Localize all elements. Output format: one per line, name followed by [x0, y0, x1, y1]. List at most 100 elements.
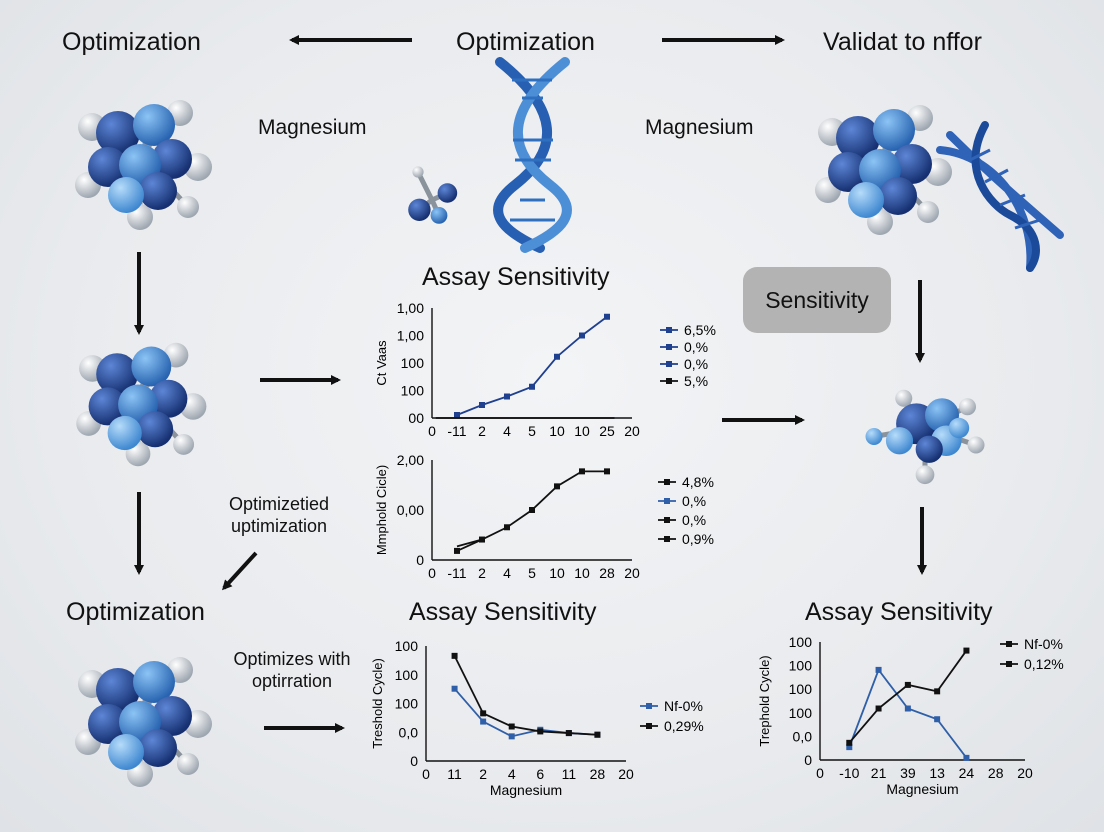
x-tick-label: 28 — [599, 565, 615, 581]
chart4-title: Assay Sensitivity — [805, 598, 993, 626]
x-tick-label: 20 — [618, 766, 634, 782]
legend-marker — [664, 536, 670, 542]
data-point — [963, 754, 970, 761]
x-tick-label: 11 — [562, 766, 577, 782]
y-tick-label: 1,00 — [397, 328, 424, 344]
y-tick-label: 2,00 — [397, 452, 424, 468]
chart3-title: Assay Sensitivity — [409, 598, 597, 626]
dna-helix-right — [936, 121, 1064, 272]
legend-marker — [666, 327, 672, 333]
data-point — [565, 730, 572, 737]
x-tick-label: 13 — [929, 765, 945, 781]
magnesium-label-right: Magnesium — [645, 116, 754, 139]
y-axis-label: Ct Vaas — [374, 340, 389, 386]
x-tick-label: 20 — [1017, 765, 1033, 781]
optimizes-caption-line1: Optimizes with — [233, 649, 351, 669]
x-tick-label: 10 — [549, 423, 565, 439]
y-tick-label: 0,0 — [793, 728, 813, 744]
y-axis-label: Mmphold Cicle) — [374, 465, 389, 555]
data-point — [504, 524, 510, 531]
series-line — [453, 655, 598, 736]
molecule-cluster-right — [865, 389, 985, 485]
y-axis-label: Trephold Cycle) — [757, 655, 772, 746]
legend-label: 0,9% — [682, 531, 714, 547]
data-point — [554, 483, 560, 490]
heading-top-right: Validat to nffor — [823, 28, 982, 56]
legend-label: 0,% — [682, 512, 706, 528]
data-point — [480, 710, 487, 717]
y-tick-label: 0 — [410, 753, 418, 769]
molecule-cluster-top-left — [75, 100, 212, 230]
y-axis-label: Treshold Cycle) — [370, 658, 385, 749]
data-point — [604, 468, 610, 475]
x-tick-label: 0 — [428, 423, 436, 439]
y-tick-label: 0,00 — [397, 502, 424, 518]
x-tick-label: 2 — [479, 766, 487, 782]
data-point — [934, 716, 941, 723]
y-tick-label: 100 — [789, 658, 813, 674]
legend-marker — [646, 723, 652, 729]
series-line — [456, 316, 608, 416]
legend-label: 6,5% — [684, 322, 716, 338]
x-tick-label: 0 — [816, 765, 824, 781]
data-point — [963, 647, 970, 654]
heading-top-left: Optimization — [62, 28, 201, 56]
data-point — [579, 332, 585, 339]
dna-helix-center — [493, 57, 572, 253]
optimized-caption-line2: uptimization — [230, 516, 328, 536]
arrow-diag — [221, 551, 258, 591]
data-point — [451, 652, 458, 659]
y-tick-label: 00 — [408, 410, 424, 426]
x-tick-label: 2 — [478, 423, 486, 439]
data-point — [904, 681, 911, 688]
optimizes-caption: Optimizes with optirration — [218, 648, 366, 692]
data-point — [529, 383, 535, 390]
legend-marker — [666, 378, 672, 384]
legend-label: 0,12% — [1024, 656, 1064, 672]
x-axis-label: Magnesium — [886, 781, 958, 797]
data-point — [846, 739, 853, 746]
legend-marker — [664, 479, 670, 485]
data-point — [934, 688, 941, 695]
x-tick-label: 28 — [590, 766, 606, 782]
y-tick-label: 100 — [395, 667, 419, 683]
x-tick-label: 6 — [536, 766, 544, 782]
data-point — [508, 723, 515, 730]
y-tick-label: 0 — [416, 552, 424, 568]
data-point — [875, 666, 882, 673]
x-tick-label: 0 — [422, 766, 430, 782]
legend-marker — [666, 361, 672, 367]
data-point — [537, 728, 544, 735]
optimized-caption-line1: Optimizetied — [228, 494, 330, 514]
x-tick-label: -11 — [447, 565, 466, 581]
data-point — [529, 507, 535, 513]
legend-marker — [664, 517, 670, 523]
data-point — [554, 353, 560, 360]
molecule-cluster-bottom-left — [75, 657, 212, 787]
x-tick-label: 21 — [871, 765, 887, 781]
data-point — [479, 402, 485, 408]
legend-label: 0,29% — [664, 718, 704, 734]
data-point — [454, 412, 460, 418]
y-tick-label: 0,0 — [399, 724, 419, 740]
data-point — [594, 731, 601, 738]
y-tick-label: 100 — [789, 705, 813, 721]
y-tick-label: 1,00 — [397, 300, 424, 316]
optimizes-caption-line2: optirration — [251, 671, 333, 691]
y-tick-label: 100 — [401, 383, 425, 399]
molecule-cluster-mid-left — [76, 342, 207, 467]
data-point — [904, 705, 911, 712]
data-point — [504, 393, 510, 400]
data-point — [480, 718, 487, 725]
data-point — [604, 313, 610, 320]
optimized-caption: Optimizetied uptimization — [214, 493, 344, 537]
x-axis-label: Magnesium — [490, 782, 562, 798]
legend-marker — [1006, 641, 1012, 647]
chart1-title: Assay Sensitivity — [422, 263, 610, 291]
x-tick-label: 5 — [528, 423, 536, 439]
x-tick-label: 11 — [447, 766, 462, 782]
x-tick-label: -11 — [447, 423, 466, 439]
